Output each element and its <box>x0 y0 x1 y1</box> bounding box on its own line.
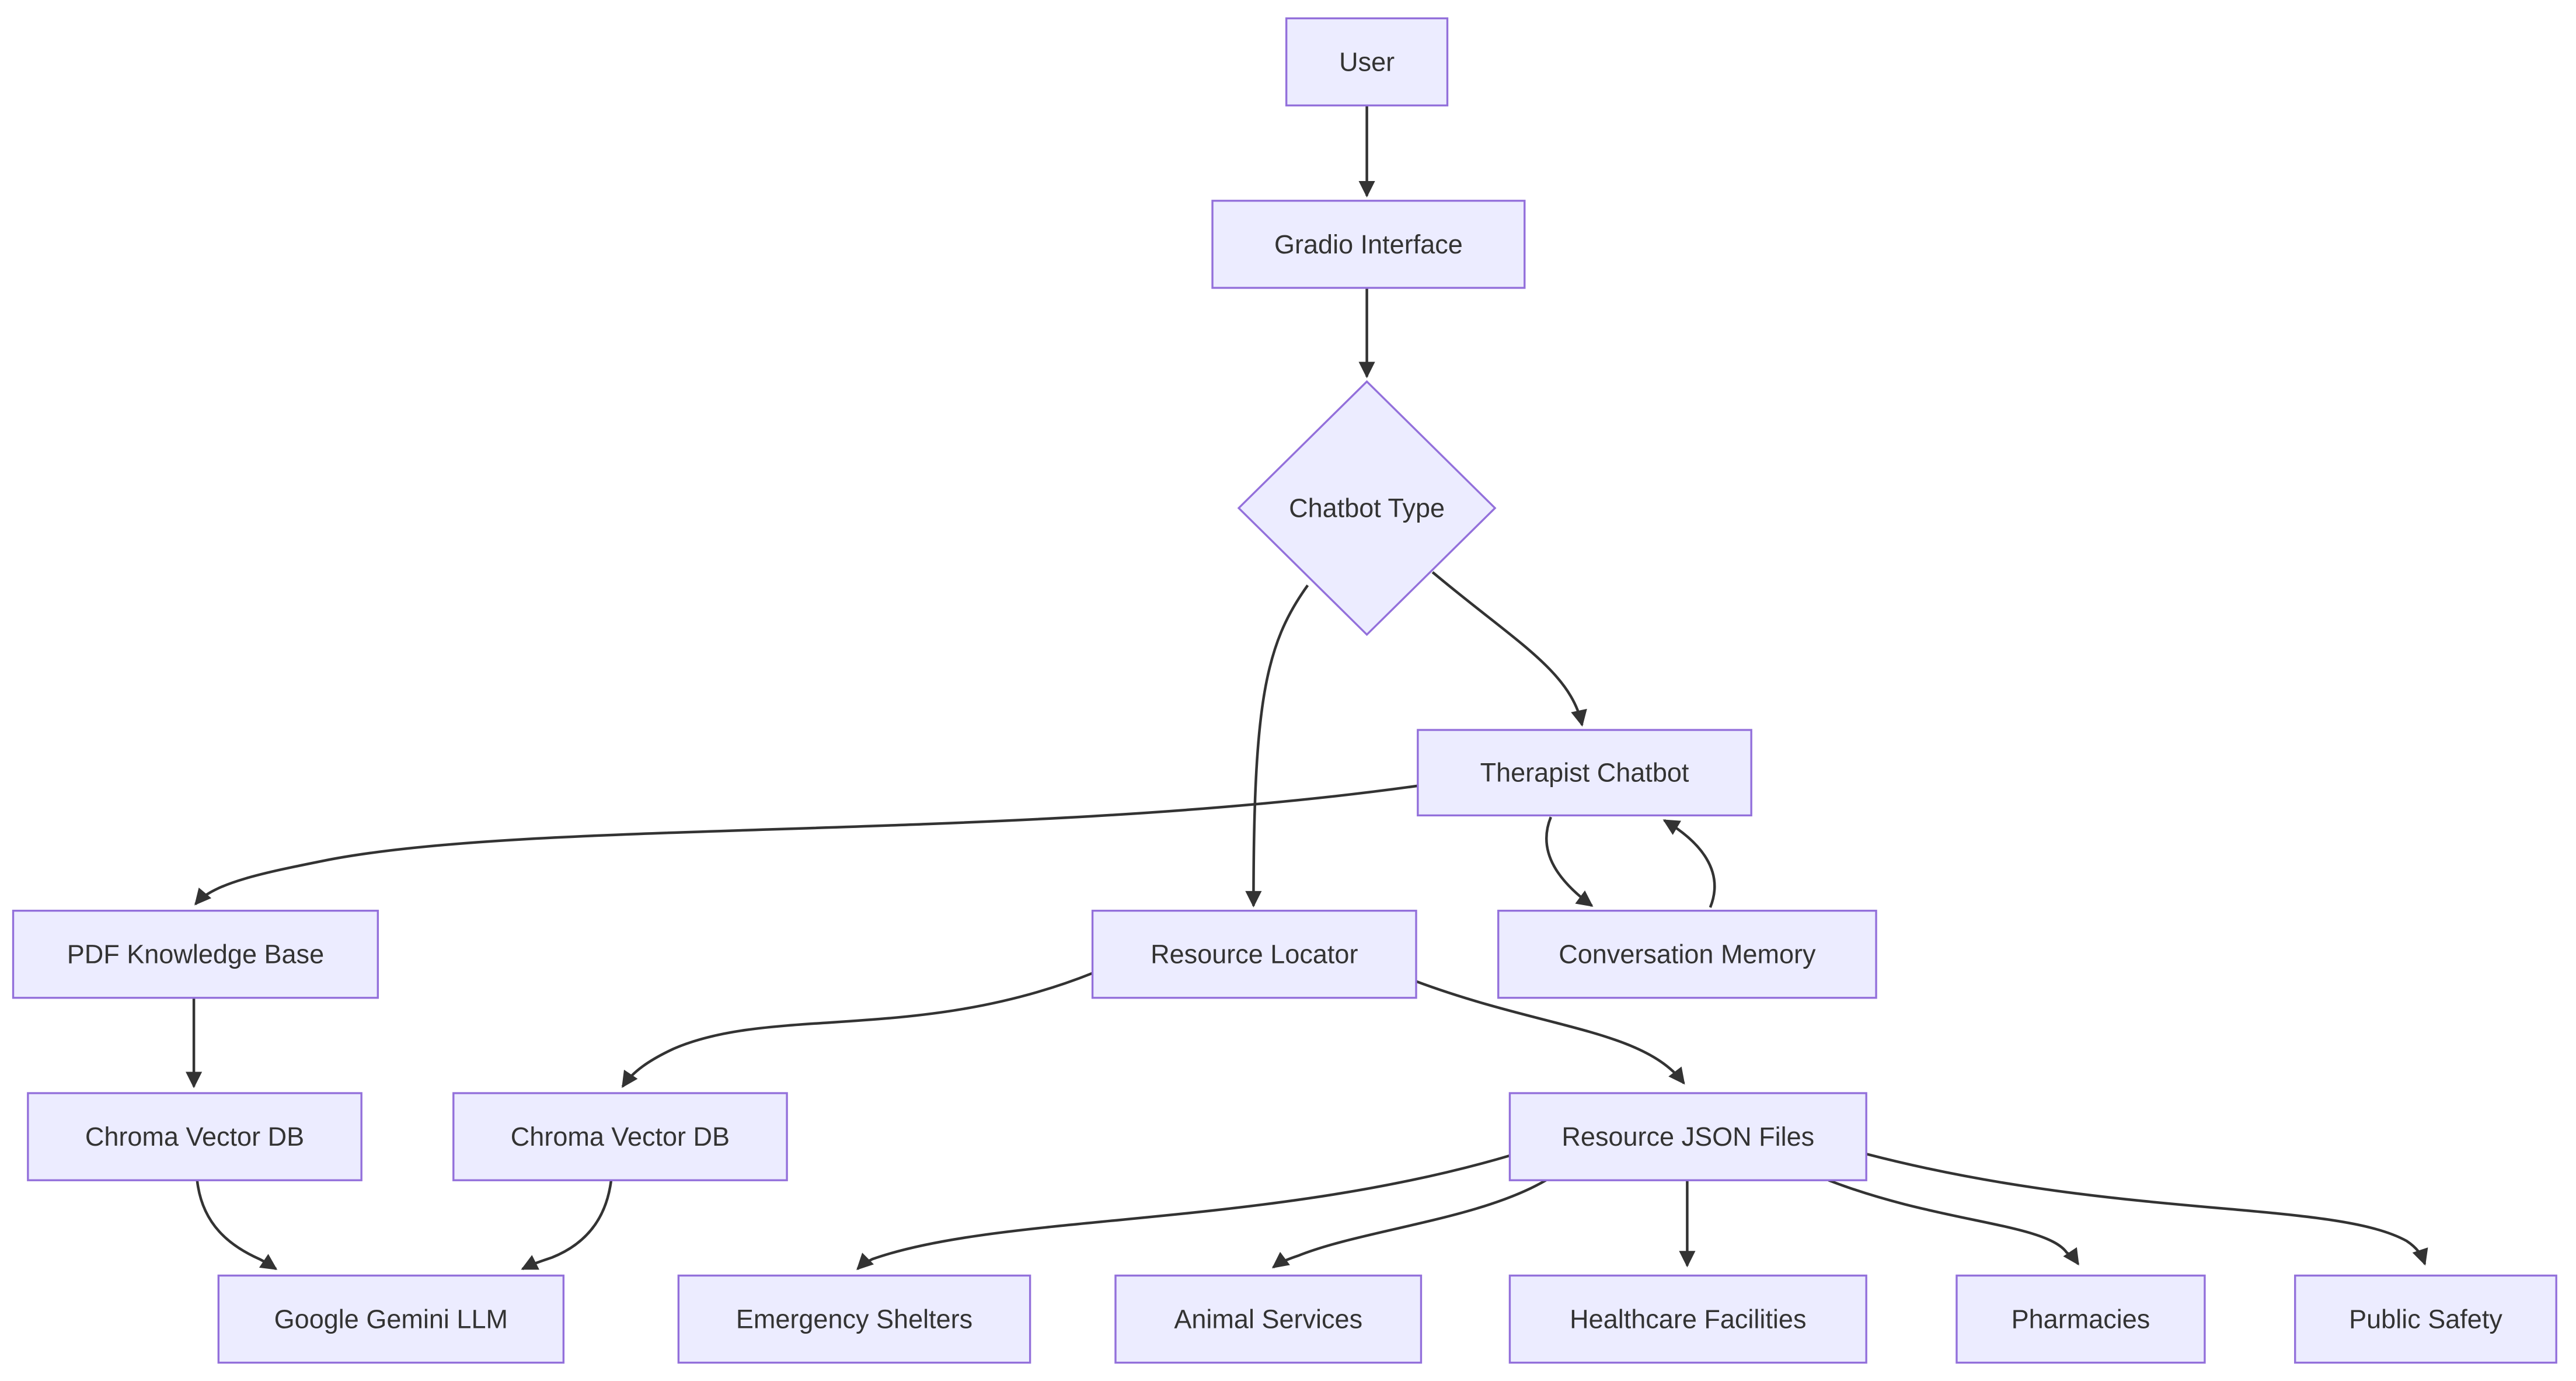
edge-chatbot-type-to-resource-locator <box>1245 585 1309 908</box>
edge-therapist-chatbot-to-pdf-knowledge-base <box>194 784 1418 906</box>
public-safety-label: Public Safety <box>2349 1305 2502 1334</box>
node-healthcare-facilities: Healthcare Facilities <box>1508 1274 1867 1364</box>
node-gradio-interface: Gradio Interface <box>1211 200 1526 289</box>
pharmacies-label: Pharmacies <box>2012 1305 2150 1334</box>
edge-therapist-chatbot-to-conversation-memory <box>1545 816 1594 907</box>
edge-resource-json-files-to-animal-services <box>1271 1179 1547 1269</box>
node-resource-json-files: Resource JSON Files <box>1508 1092 1867 1181</box>
emergency-shelters-label: Emergency Shelters <box>736 1305 972 1334</box>
gradio-interface-box-shape <box>1211 200 1526 289</box>
conversation-memory-box-shape <box>1497 909 1877 999</box>
conversation-memory-label: Conversation Memory <box>1559 940 1816 969</box>
chroma-vector-db-1-label: Chroma Vector DB <box>85 1122 304 1152</box>
chroma-vector-db-2-label: Chroma Vector DB <box>511 1122 730 1152</box>
pdf-knowledge-base-box-shape <box>12 909 379 999</box>
node-chroma-vector-db-1: Chroma Vector DB <box>27 1092 362 1181</box>
animal-services-label: Animal Services <box>1174 1305 1362 1334</box>
node-emergency-shelters: Emergency Shelters <box>677 1274 1031 1364</box>
resource-json-files-label: Resource JSON Files <box>1561 1122 1814 1152</box>
chatbot-type-label: Chatbot Type <box>1289 493 1445 523</box>
node-public-safety: Public Safety <box>2294 1274 2557 1364</box>
therapist-chatbot-label: Therapist Chatbot <box>1480 758 1689 788</box>
node-pdf-knowledge-base: PDF Knowledge Base <box>12 909 379 999</box>
pdf-knowledge-base-label: PDF Knowledge Base <box>67 940 324 969</box>
pharmacies-box-shape <box>1955 1274 2206 1364</box>
resource-json-files-box-shape <box>1508 1092 1867 1181</box>
healthcare-facilities-label: Healthcare Facilities <box>1570 1305 1806 1334</box>
edge-resource-json-files-to-emergency-shelters <box>856 1154 1511 1271</box>
animal-services-box-shape <box>1114 1274 1423 1364</box>
edge-chroma-vector-db-1-to-google-gemini-llm <box>196 1180 278 1271</box>
chroma-vector-db-1-box-shape <box>27 1092 362 1181</box>
edge-chatbot-type-to-therapist-chatbot <box>1431 571 1587 727</box>
node-pharmacies: Pharmacies <box>1955 1274 2206 1364</box>
emergency-shelters-box-shape <box>677 1274 1031 1364</box>
node-resource-locator: Resource Locator <box>1091 909 1417 999</box>
edge-resource-locator-to-chroma-vector-db-2 <box>621 972 1093 1088</box>
user-label: User <box>1339 47 1395 76</box>
edge-conversation-memory-to-therapist-chatbot <box>1662 819 1716 908</box>
chroma-vector-db-2-box-shape <box>452 1092 788 1181</box>
edges-layer <box>186 105 2428 1271</box>
edge-resource-locator-to-resource-json-files <box>1416 980 1685 1085</box>
node-therapist-chatbot: Therapist Chatbot <box>1417 729 1752 817</box>
node-user: User <box>1285 17 1449 107</box>
gradio-interface-label: Gradio Interface <box>1274 229 1463 259</box>
edge-chroma-vector-db-2-to-google-gemini-llm <box>521 1180 613 1271</box>
therapist-chatbot-box-shape <box>1417 729 1752 817</box>
google-gemini-llm-box-shape <box>217 1274 565 1364</box>
healthcare-facilities-box-shape <box>1508 1274 1867 1364</box>
node-conversation-memory: Conversation Memory <box>1497 909 1877 999</box>
node-animal-services: Animal Services <box>1114 1274 1423 1364</box>
node-chroma-vector-db-2: Chroma Vector DB <box>452 1092 788 1181</box>
edge-resource-json-files-to-pharmacies <box>1828 1179 2080 1266</box>
node-chatbot-type: Chatbot Type <box>1237 380 1497 636</box>
public-safety-box-shape <box>2294 1274 2557 1364</box>
user-box-shape <box>1285 17 1449 107</box>
resource-locator-label: Resource Locator <box>1151 940 1358 969</box>
edge-resource-json-files-to-public-safety <box>1866 1152 2428 1266</box>
chatbot-type-diamond-shape <box>1237 380 1497 636</box>
node-google-gemini-llm: Google Gemini LLM <box>217 1274 565 1364</box>
resource-locator-box-shape <box>1091 909 1417 999</box>
google-gemini-llm-label: Google Gemini LLM <box>274 1305 508 1334</box>
